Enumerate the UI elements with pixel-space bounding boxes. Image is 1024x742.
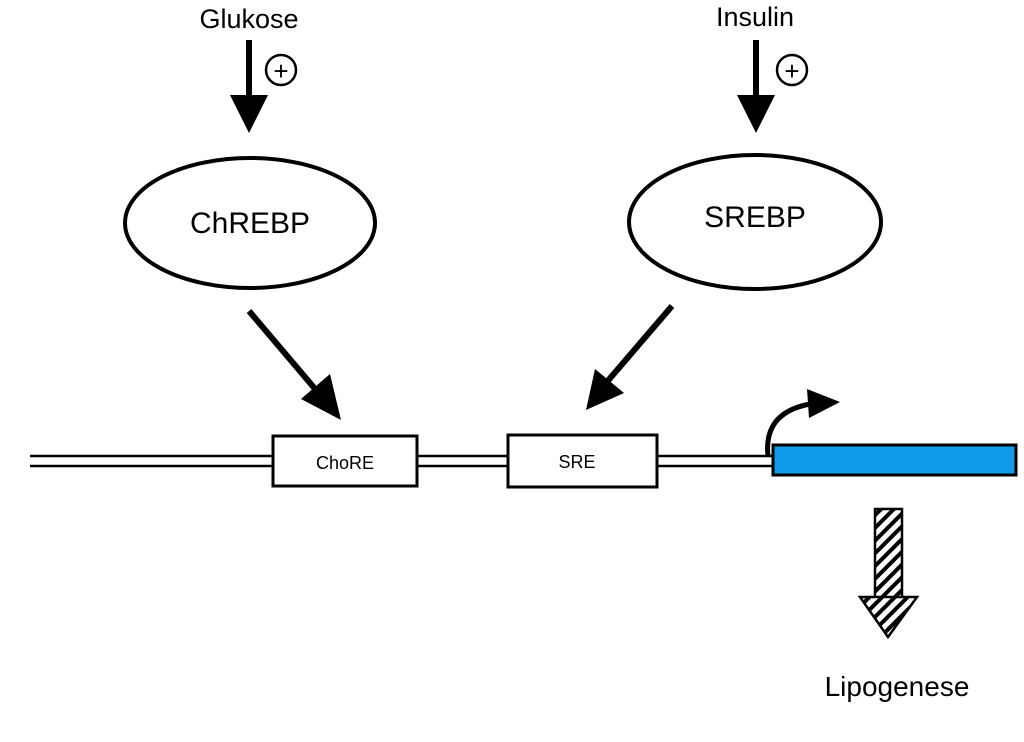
chrebp-binding-arrow <box>246 309 341 420</box>
chrebp-label: ChREBP <box>190 207 310 240</box>
dna-strand <box>30 454 775 468</box>
glucose-label: Glukose <box>199 4 298 34</box>
lipogenic-gene <box>771 443 1018 477</box>
lipogenesis-label: Lipogenese <box>825 671 970 702</box>
srebp-node: SREBP <box>627 153 883 291</box>
transcription-start-arrow <box>765 389 840 457</box>
insulin-plus-sign: + <box>784 56 799 86</box>
chrebp-node: ChREBP <box>123 156 377 290</box>
chore-element: ChoRE <box>271 434 419 488</box>
insulin-label: Insulin <box>716 2 794 32</box>
sre-element: SRE <box>506 433 659 489</box>
glucose-plus-sign: + <box>273 56 288 86</box>
sre-label: SRE <box>558 452 595 472</box>
srebp-binding-arrow <box>586 304 675 410</box>
srebp-label: SREBP <box>704 201 806 234</box>
insulin-plus-icon: + <box>775 53 809 87</box>
chore-label: ChoRE <box>316 453 374 473</box>
lipogenesis-output-arrow <box>857 507 920 640</box>
glucose-activation-arrow <box>230 40 268 133</box>
insulin-activation-arrow <box>737 40 775 133</box>
glucose-plus-icon: + <box>264 53 298 87</box>
